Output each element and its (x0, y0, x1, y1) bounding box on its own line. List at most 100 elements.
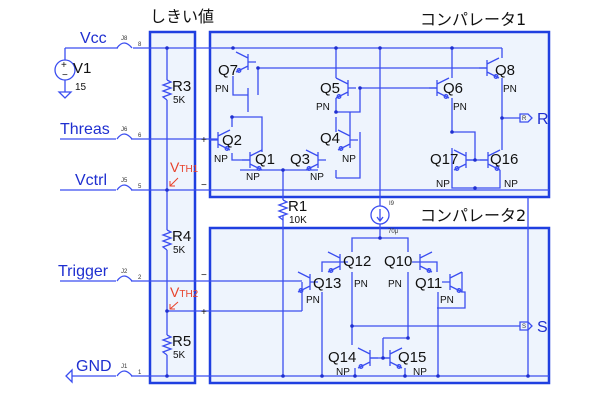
resistor-name: R1 (288, 198, 307, 215)
resistor-name: R5 (172, 333, 191, 350)
jumper-gnd-name: J1 (121, 364, 128, 370)
transistor-name: Q10 (384, 253, 412, 270)
resistor-value: 5K (173, 245, 186, 256)
jumper-vcc-icon (116, 42, 133, 49)
v1-name: V1 (73, 60, 91, 77)
pin-trigger-label: Trigger (58, 263, 109, 280)
transistor-q7-icon (235, 51, 256, 73)
ground-icon (65, 368, 73, 384)
transistor-type: NP (246, 172, 260, 183)
junction-dots (165, 46, 530, 378)
voltage-source-v1: +− (54, 59, 76, 99)
transistor-q10-icon (412, 251, 433, 273)
jumper-threas-name: J6 (121, 127, 128, 133)
transistor-name: Q3 (290, 151, 310, 168)
jumper-threas-icon (116, 133, 133, 140)
i9-value: 70μ (388, 229, 399, 235)
transistor-type: NP (504, 179, 518, 190)
transistor-type: PN (306, 295, 320, 306)
resistor-r4-icon (161, 229, 173, 251)
transistor-q13-icon (297, 271, 318, 293)
transistor-name: Q5 (320, 80, 340, 97)
wires (60, 47, 549, 377)
output-s-label: S (537, 319, 548, 336)
transistor-name: Q12 (343, 253, 371, 270)
vth1-label: VTH1 (170, 159, 199, 175)
transistor-type: PN (453, 102, 467, 113)
transistor-q1-icon (242, 149, 263, 171)
i9-name: I9 (389, 201, 395, 207)
resistor-name: R4 (172, 228, 191, 245)
jumper-trigger-name: J2 (121, 269, 128, 275)
transistor-q3-icon (305, 149, 326, 171)
transistor-q5-icon (335, 77, 356, 99)
transistor-type: PN (503, 84, 517, 95)
transistor-q16-icon (480, 149, 501, 171)
transistor-type: NP (336, 367, 350, 378)
jumper-gnd-pin: 1 (138, 370, 142, 376)
threshold-block (148, 30, 197, 385)
transistor-name: Q15 (398, 349, 426, 366)
transistor-q4-icon (337, 129, 358, 151)
jumper-vctrl-icon (116, 184, 133, 191)
output-r-flag-icon (519, 113, 533, 123)
transistor-name: Q1 (255, 151, 275, 168)
current-source-i9 (370, 205, 390, 225)
transistor-type: PN (354, 279, 368, 290)
resistor-name: R3 (172, 78, 191, 95)
vth1-arrow-icon (169, 177, 179, 187)
jumper-vcc-name: J8 (121, 36, 128, 42)
comp2-plus: + (201, 307, 207, 318)
output-s-flag: S (522, 324, 526, 330)
transistor-q6-icon (429, 77, 450, 99)
resistor-r3-icon (161, 79, 173, 101)
transistor-name: Q8 (495, 62, 515, 79)
transistor-type: NP (310, 172, 324, 183)
jumper-vcc-pin: 8 (138, 42, 142, 48)
transistor-name: Q6 (443, 80, 463, 97)
pin-vcc-label: Vcc (80, 30, 107, 47)
transistor-name: Q11 (415, 275, 442, 292)
jumper-trigger-icon (116, 275, 133, 282)
output-r-flag: R (522, 116, 527, 122)
vth2-label: VTH2 (170, 284, 199, 300)
transistor-type: PN (388, 279, 402, 290)
comparator1-title: コンパレータ1 (420, 10, 526, 29)
transistor-name: Q13 (313, 275, 341, 292)
jumper-vctrl-pin: 5 (138, 184, 142, 190)
pin-threas-label: Threas (60, 121, 110, 138)
transistor-type: NP (413, 367, 427, 378)
comparator2-title: コンパレータ2 (420, 206, 526, 225)
transistor-q14-icon (357, 347, 378, 369)
transistor-q8-icon (479, 57, 500, 79)
threshold-title: しきい値 (150, 7, 214, 26)
resistor-r1-icon (277, 199, 289, 221)
comp1-minus: − (201, 180, 207, 191)
transistor-name: Q7 (218, 62, 238, 79)
transistor-name: Q4 (320, 130, 340, 147)
transistor-q17-icon (453, 149, 474, 171)
pin-gnd-label: GND (76, 358, 112, 375)
svg-text:+: + (61, 60, 67, 71)
resistor-value: 5K (173, 350, 186, 361)
resistor-r5-icon (161, 334, 173, 356)
transistor-name: Q17 (430, 151, 458, 168)
comparator2-block (208, 226, 551, 385)
transistor-type: NP (342, 154, 356, 165)
resistor-value: 5K (173, 95, 186, 106)
jumper-trigger-pin: 2 (138, 275, 142, 281)
transistor-type: PN (440, 295, 454, 306)
pin-vctrl-label: Vctrl (75, 172, 107, 189)
vth2-arrow-icon (169, 301, 179, 310)
resistor-value: 10K (289, 215, 307, 226)
transistor-type: NP (214, 154, 228, 165)
transistor-q15-icon (382, 347, 403, 369)
transistor-name: Q16 (490, 151, 518, 168)
transistor-type: PN (215, 84, 229, 95)
transistor-q12-icon (327, 251, 348, 273)
comp2-minus: − (201, 270, 207, 281)
jumper-gnd-icon (116, 370, 133, 377)
transistor-q11-icon (442, 271, 463, 293)
transistor-type: PN (316, 102, 330, 113)
